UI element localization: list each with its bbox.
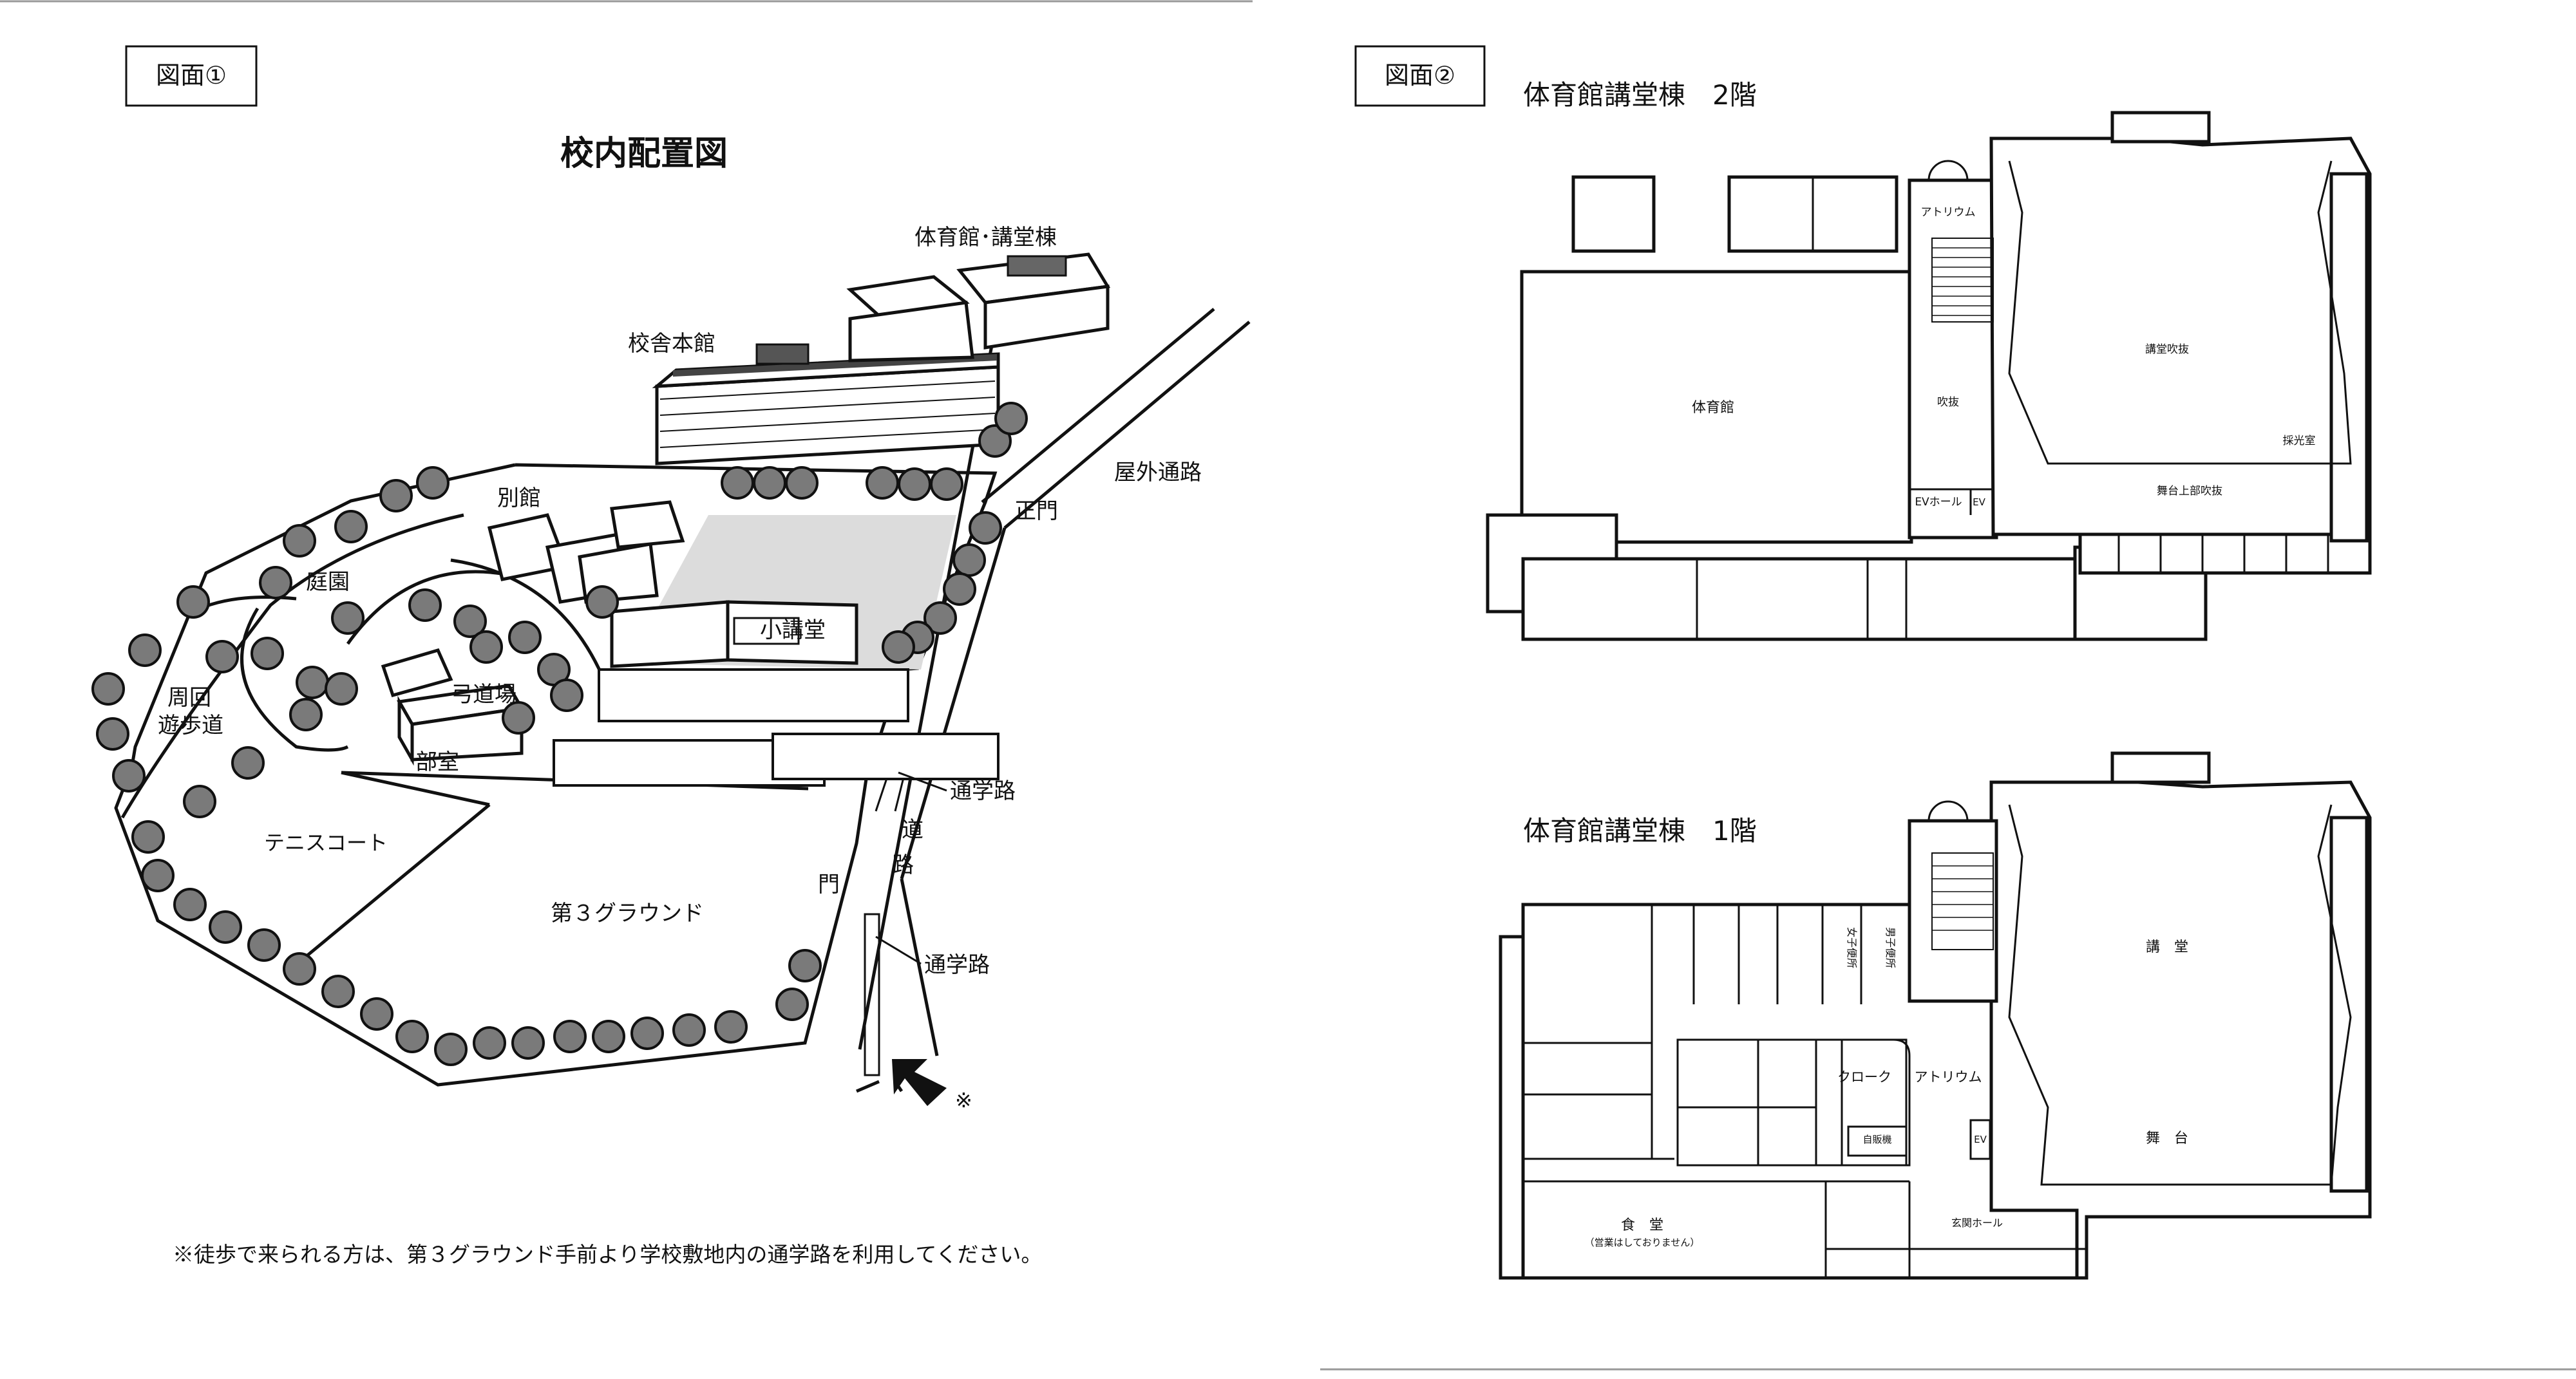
label-small-hall: 小講堂 bbox=[760, 617, 826, 643]
f2-ev: EV bbox=[1973, 496, 1985, 508]
f2-void: 吹抜 bbox=[1937, 396, 1959, 409]
f1-hall: 講 堂 bbox=[2146, 939, 2188, 955]
entrance-arrow-icon bbox=[892, 1059, 947, 1106]
label-archery-hall: 弓道場 bbox=[451, 682, 516, 708]
f1-cafeteria: 食 堂 bbox=[1621, 1217, 1663, 1234]
label-loop-path-1: 周回 bbox=[167, 685, 211, 711]
f1-cloak: クローク bbox=[1837, 1069, 1891, 1085]
f1-ev: EV bbox=[1974, 1134, 1987, 1145]
f1-atrium: アトリウム bbox=[1915, 1069, 1982, 1085]
map2-tag-box bbox=[1354, 45, 1486, 107]
seating-block bbox=[598, 668, 909, 722]
f2-ev-hall: EVホール bbox=[1915, 496, 1962, 509]
label-school-path-2: 通学路 bbox=[924, 952, 990, 978]
label-gym-hall: 体育館･講堂棟 bbox=[914, 225, 1057, 250]
f2-hall-void: 講堂吹抜 bbox=[2145, 343, 2189, 356]
floor1-title: 体育館講堂棟 1階 bbox=[1523, 815, 1757, 847]
f1-stage: 舞 台 bbox=[2146, 1130, 2188, 1147]
f1-entrance-hall: 玄関ホール bbox=[1951, 1217, 2003, 1229]
floor-plans: 図面② 体育館講堂棟 2階 bbox=[1354, 45, 2372, 1280]
tennis-divider bbox=[301, 803, 491, 961]
floor2-plan bbox=[1486, 111, 2372, 641]
gym-room-f2 bbox=[1520, 270, 1913, 544]
label-mark: ※ bbox=[955, 1088, 972, 1112]
f2-gym: 体育館 bbox=[1692, 400, 1734, 416]
main-building bbox=[652, 337, 1000, 465]
hall-room-f2 bbox=[1989, 136, 2372, 536]
loop-path-line bbox=[120, 513, 464, 819]
map1-tag: 図面① bbox=[156, 61, 227, 89]
label-outdoor-passage: 屋外通路 bbox=[1114, 460, 1202, 485]
gym-building bbox=[846, 252, 1111, 362]
f1-womens-wc: 女子便所 bbox=[1846, 927, 1858, 968]
floor1-plan bbox=[1499, 751, 2372, 1280]
small-hall-building bbox=[610, 600, 858, 668]
label-tennis-court: テニスコート bbox=[264, 830, 388, 855]
map1-title: 校内配置図 bbox=[560, 135, 728, 173]
floor2-title: 体育館講堂棟 2階 bbox=[1523, 79, 1757, 111]
walking-note: ※徒歩で来られる方は、第３グラウンド手前より学校敷地内の通学路を利用してください… bbox=[173, 1242, 1042, 1267]
label-ground3: 第３グラウンド bbox=[551, 901, 704, 926]
map2-tag: 図面② bbox=[1385, 61, 1455, 89]
road-east-edge bbox=[900, 527, 1007, 879]
road-west-edge bbox=[858, 328, 997, 1050]
f1-cafeteria-note: （営業はしておりません） bbox=[1585, 1237, 1700, 1248]
label-loop-path-2: 遊歩道 bbox=[158, 713, 223, 738]
annex-building bbox=[487, 500, 685, 604]
f2-stage-void: 舞台上部吹抜 bbox=[2157, 485, 2222, 498]
label-club-room: 部室 bbox=[415, 749, 459, 775]
label-school-path-1: 通学路 bbox=[950, 778, 1016, 804]
label-main-building: 校舎本館 bbox=[628, 331, 715, 357]
f1-vending: 自販機 bbox=[1862, 1134, 1891, 1145]
trees bbox=[91, 402, 1028, 1066]
map1-tag-box bbox=[125, 45, 258, 107]
archery-building bbox=[381, 648, 524, 766]
label-annex: 別館 bbox=[497, 485, 541, 511]
label-road-2: 路 bbox=[892, 852, 914, 878]
hall-room-f1 bbox=[1989, 780, 2372, 1280]
f2-atrium: アトリウム bbox=[1921, 206, 1976, 219]
label-main-gate: 正門 bbox=[1014, 498, 1058, 524]
label-gate: 門 bbox=[818, 872, 840, 897]
f2-skylight: 採光室 bbox=[2283, 435, 2316, 447]
label-garden: 庭園 bbox=[306, 569, 350, 595]
campus-map: 図面① 校内配置図 bbox=[91, 45, 1251, 1267]
f1-mens-wc: 男子便所 bbox=[1884, 927, 1897, 968]
label-road-1: 道 bbox=[902, 817, 923, 843]
